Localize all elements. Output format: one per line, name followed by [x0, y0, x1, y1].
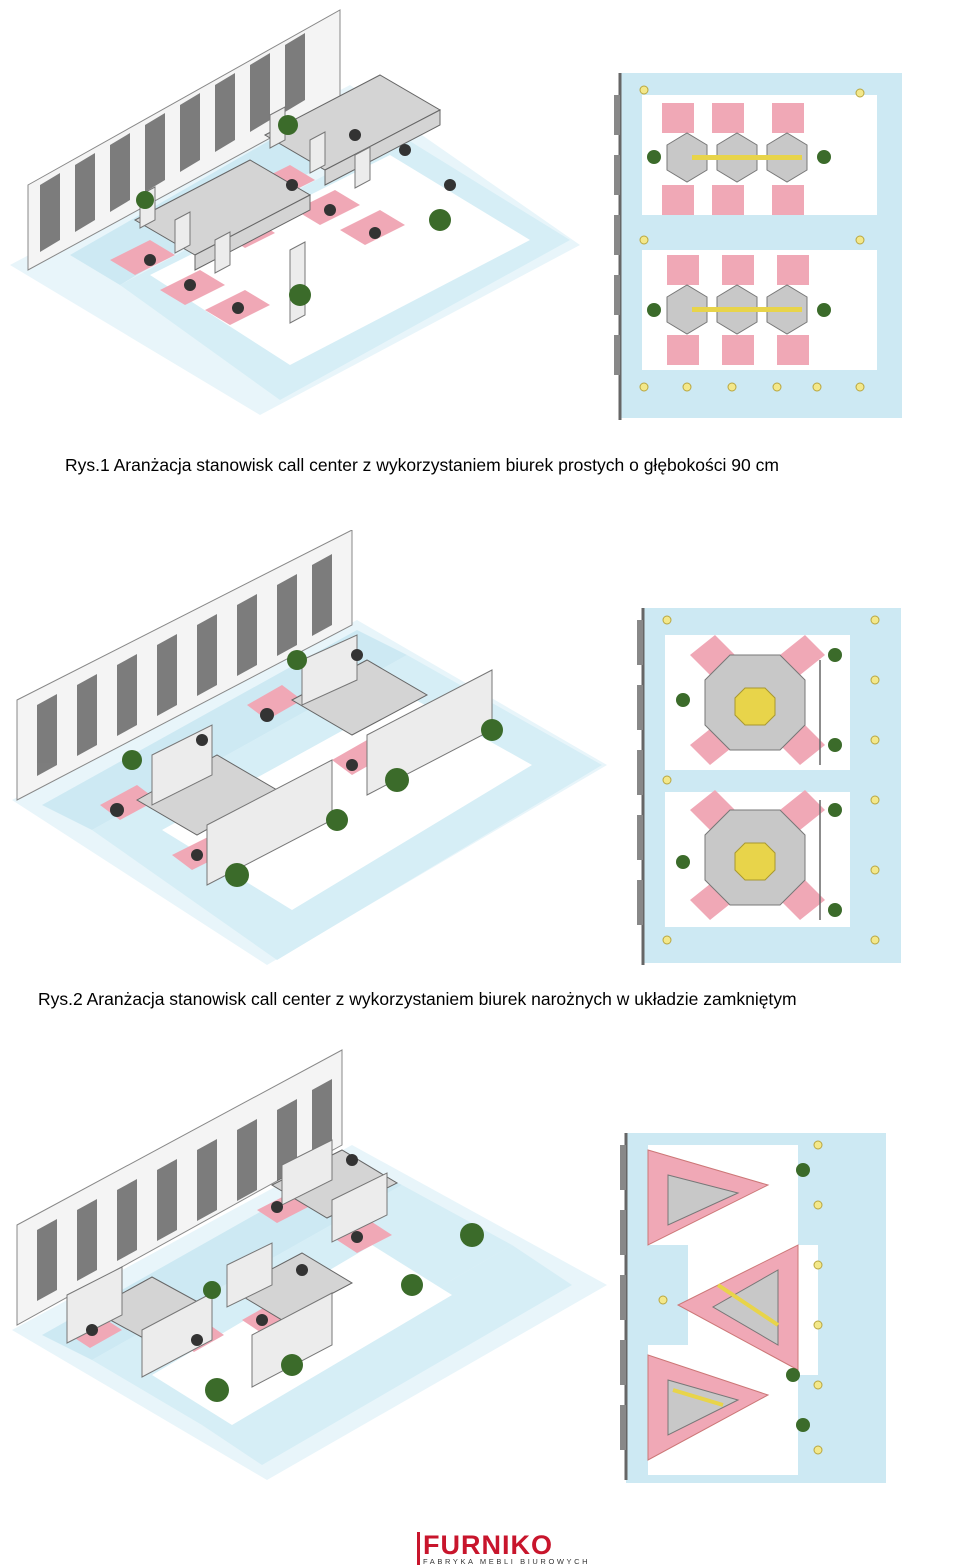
- figure-2-plan: [637, 608, 901, 965]
- logo-tagline: FABRYKA MEBLI BIUROWYCH: [423, 1557, 591, 1566]
- figure-1-caption: Rys.1 Aranżacja stanowisk call center z …: [65, 455, 779, 475]
- logo-bar: [417, 1532, 420, 1565]
- figure-2-isometric: [12, 530, 607, 965]
- figure-3-plan: [620, 1133, 886, 1483]
- figure-1-plan: [612, 65, 907, 425]
- logo-wordmark: FURNIKO: [423, 1530, 553, 1560]
- furniko-logo: FURNIKO FABRYKA MEBLI BIUROWYCH: [417, 1530, 589, 1566]
- figure-1-isometric: [10, 9, 580, 415]
- figure-3-isometric: [12, 1049, 607, 1480]
- figure-2-caption: Rys.2 Aranżacja stanowisk call center z …: [38, 989, 797, 1009]
